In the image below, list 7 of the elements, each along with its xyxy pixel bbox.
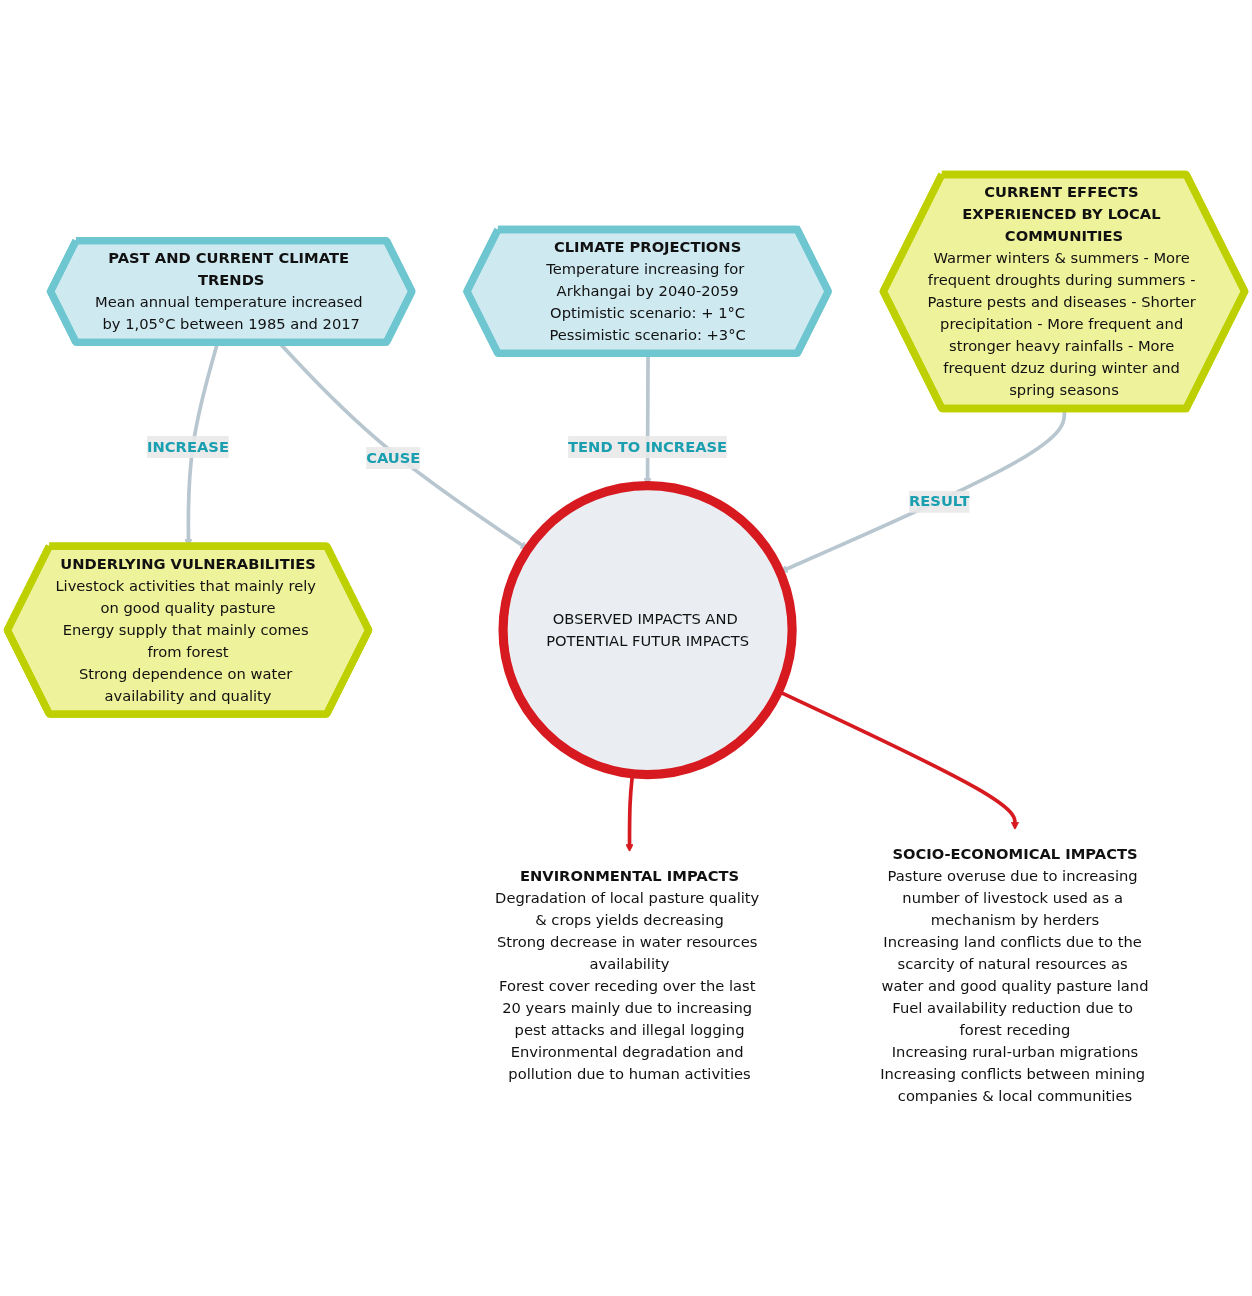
node-circle: OBSERVED IMPACTS AND POTENTIAL FUTUR IMPACTS	[498, 481, 797, 780]
node-text: SOCIO-ECONOMICAL IMPACTS Pasture overuse due to increasing number of livestock used as a mechanism by herders Increasing land conflicts due to the scarcity of natural resources as water and good quality pasture land Fuel availability reduction due to forest receding Increasing rural-urban migrations Increasing conflicts between mining companies & local communities	[880, 845, 1149, 1105]
edge-label: TEND TO INCREASE	[568, 437, 728, 456]
edge-label: CAUSE	[366, 448, 421, 467]
node-text: ENVIRONMENTAL IMPACTS Degradation of local pasture quality & crops yields decreasing Strong decrease in water resources availability Forest cover receding over the last 20 years mainly due to increasing pest attacks and illegal logging Environmental degradation and pollution due to human activities	[495, 867, 760, 1083]
edge-label: INCREASE	[147, 437, 229, 456]
edge-label: RESULT	[908, 492, 970, 511]
